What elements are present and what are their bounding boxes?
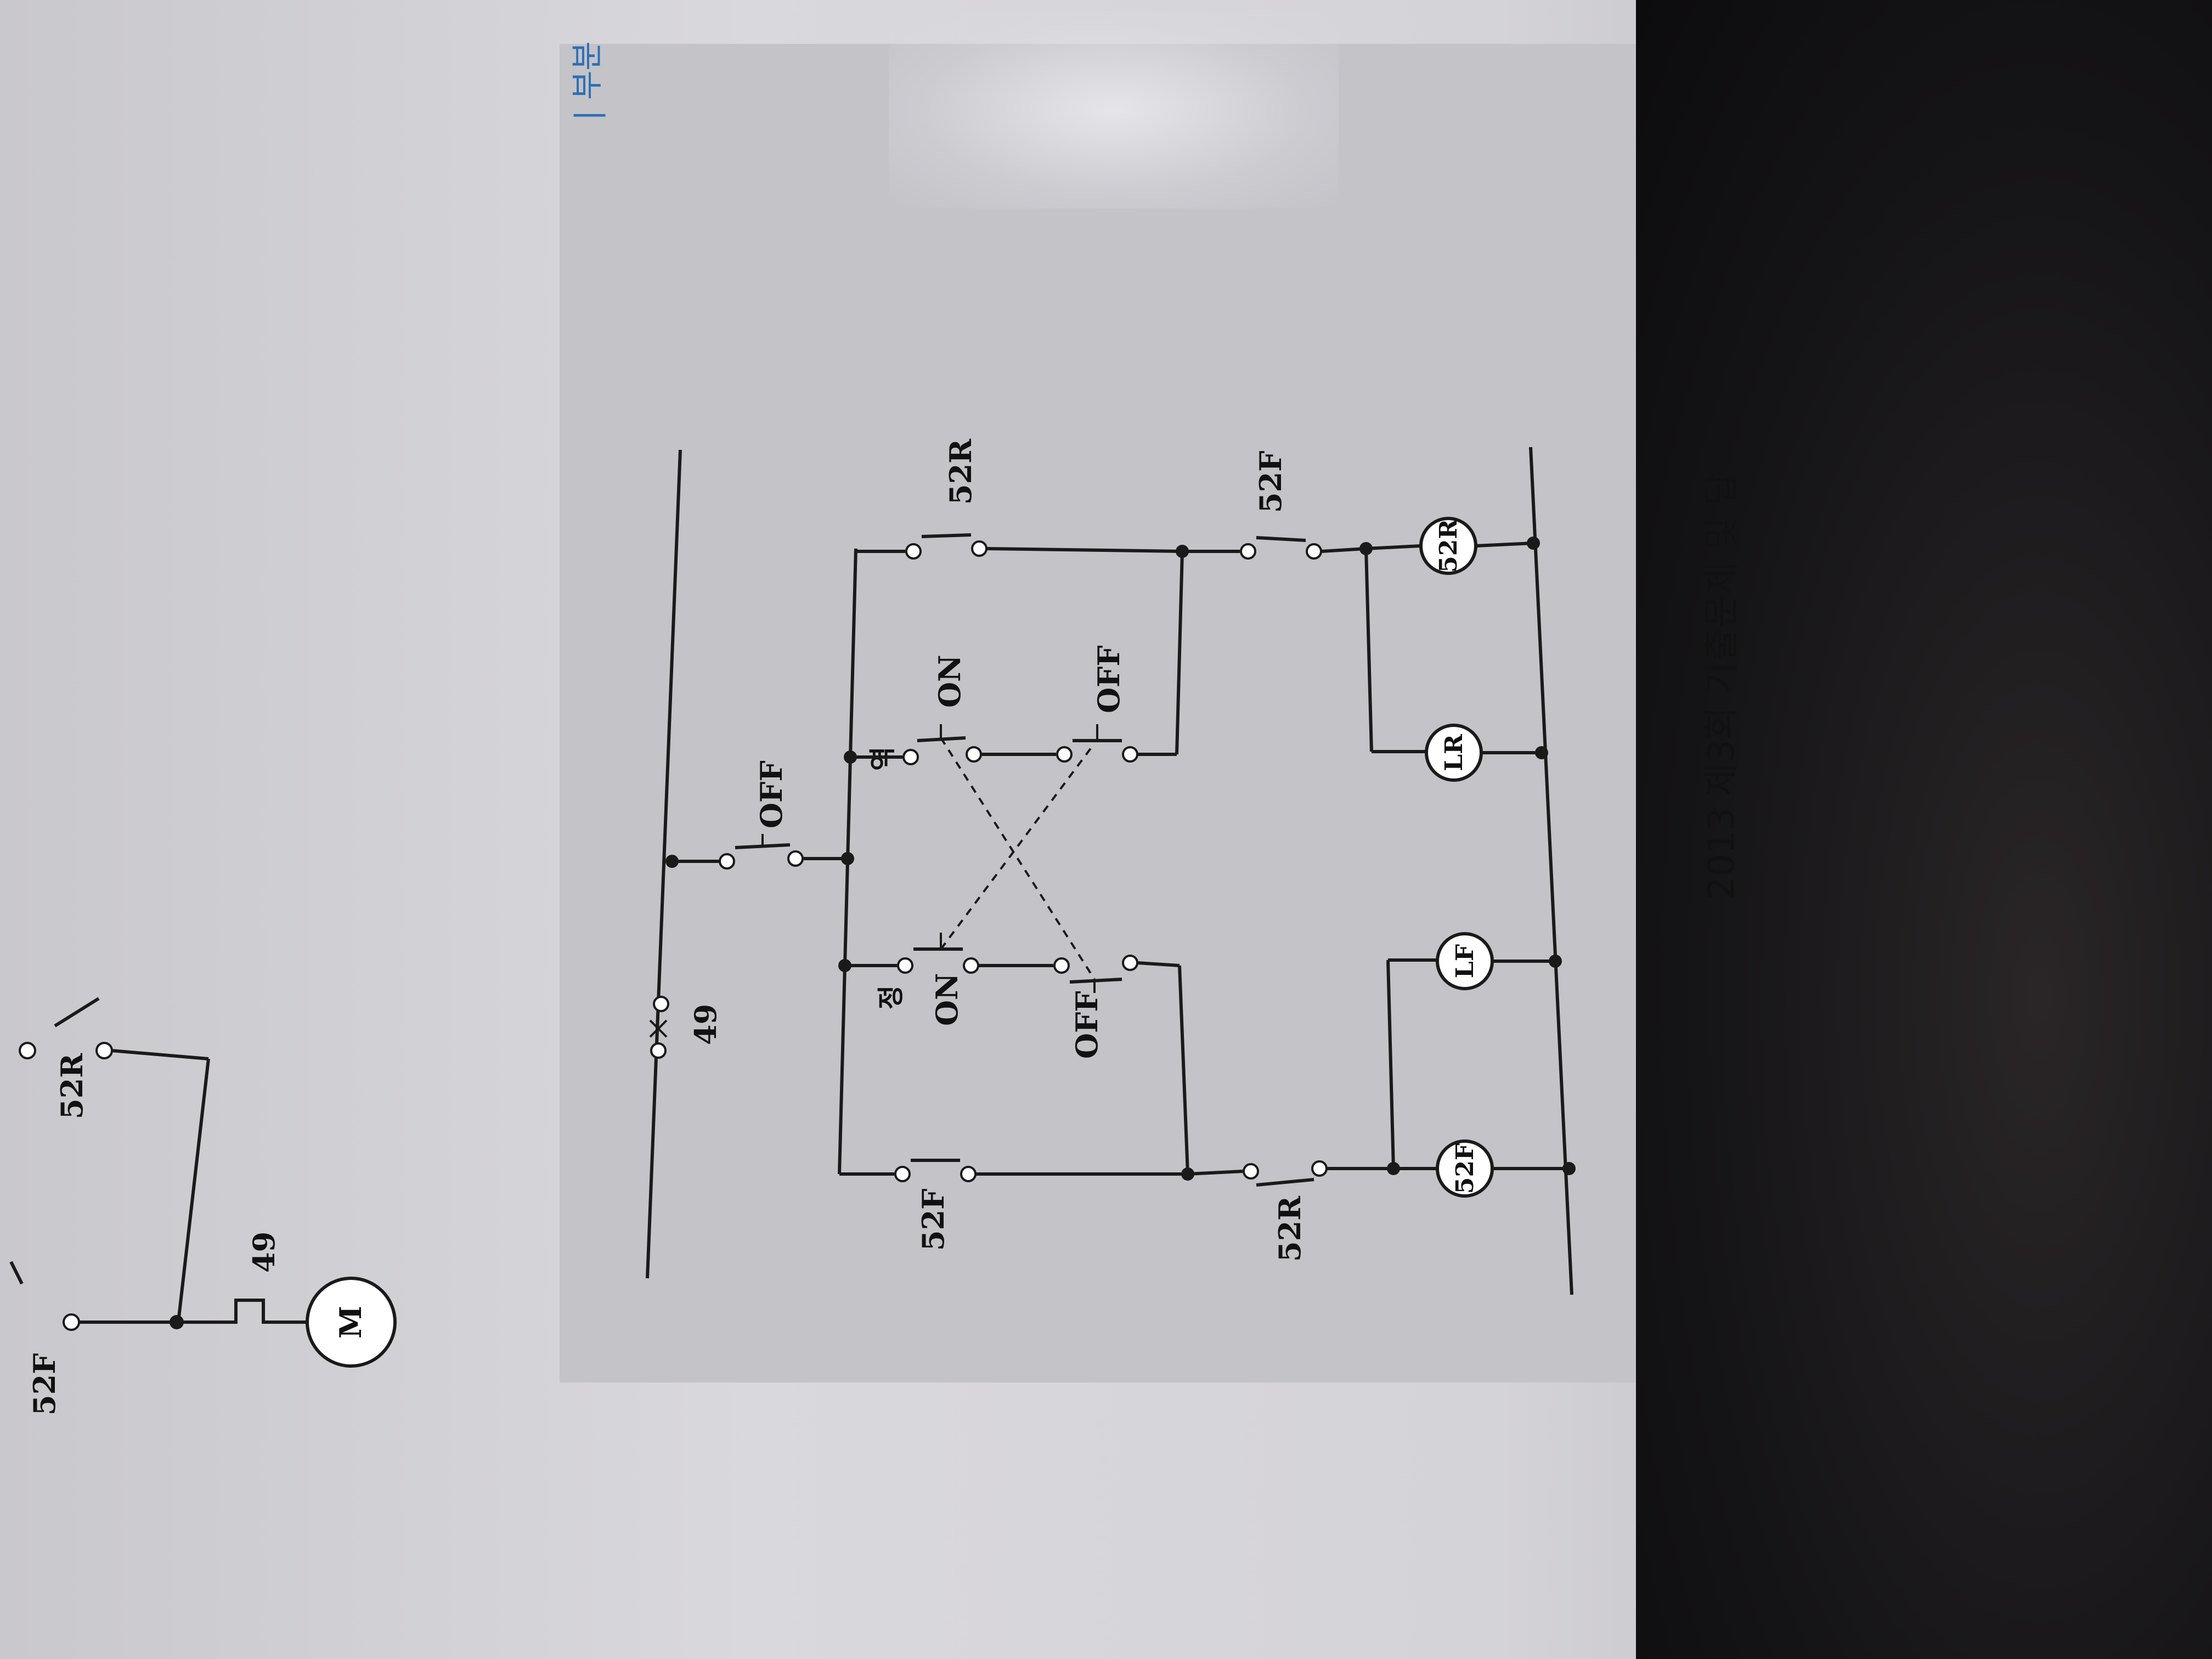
rev-interlock-terminal-b — [1306, 543, 1322, 560]
motor-circuit: 52F 52R 49 M — [9, 997, 397, 1415]
motor-52f-blade — [9, 1261, 24, 1285]
motor-symbol — [306, 1277, 397, 1368]
fwd-off-terminal-b — [1122, 955, 1138, 971]
motor-52r-drop — [177, 1058, 210, 1323]
stop-terminal-a — [719, 853, 735, 870]
fwd-interlock-terminal-b — [1311, 1160, 1328, 1177]
fwd-interlock-terminal-a — [1243, 1163, 1259, 1180]
lr-branch-down — [1364, 548, 1373, 752]
rev-off-terminal-a — [1056, 746, 1073, 763]
section-marker: | 부분 — [568, 41, 606, 121]
rev-on-terminal-a — [902, 749, 919, 765]
rev-hold-wire-out — [986, 547, 1183, 553]
rev-interlock-bar — [1256, 536, 1306, 542]
thermal-49-label: 49 — [688, 1004, 723, 1045]
supply-bus-left — [646, 449, 682, 1279]
motor-52r-terminal-top — [19, 1042, 36, 1059]
coil-52r-label: 52R — [1435, 519, 1463, 573]
stop-terminal-b — [787, 850, 804, 867]
fwd-off-bar — [1069, 978, 1122, 984]
coil-52r-wire-out — [1475, 541, 1534, 548]
fwd-off-terminal-a — [1053, 957, 1070, 974]
forward-korean-label: 정 — [876, 985, 906, 1009]
rev-on-terminal-b — [966, 746, 982, 763]
thermal-49-terminal-a — [650, 1042, 667, 1059]
coil-lr-label: LR — [1440, 734, 1468, 771]
thermal-49-x2 — [649, 1019, 668, 1038]
rev-interlock-label: 52F — [1253, 451, 1288, 513]
control-circuit: 49 OFF 정 역 ON OFF — [646, 438, 1576, 1295]
rev-interlock-wire-out — [1321, 547, 1367, 553]
fwd-on-label: ON — [929, 973, 964, 1026]
supply-bus-right — [1529, 447, 1573, 1295]
fwd-off-label: OFF — [1069, 991, 1104, 1059]
fwd-hold-terminal-b — [960, 1166, 977, 1182]
motor-52f-label: 52F — [27, 1353, 62, 1415]
rev-on-label: ON — [932, 655, 967, 708]
fwd-off-wire-out — [1137, 961, 1180, 967]
rev-hold-terminal-b — [971, 540, 988, 557]
mechanical-link-1 — [940, 742, 1096, 950]
tape-reflection — [889, 11, 1339, 208]
fwd-drop — [1178, 965, 1189, 1175]
footer-title: 2013 제3회 기출문제 및 답 — [1700, 472, 1742, 900]
stop-label: OFF — [754, 760, 789, 828]
mechanical-link-2 — [940, 737, 1096, 980]
rev-drop — [1175, 551, 1184, 755]
coil-52f-return-junction — [1562, 1162, 1576, 1175]
fwd-interlock-label: 52R — [1272, 1195, 1307, 1262]
rev-hold-bar — [921, 533, 972, 538]
motor-52r-wire — [111, 1049, 209, 1060]
distribution-line — [838, 548, 857, 1175]
motor-label: M — [333, 1306, 368, 1339]
coil-lf-label: LF — [1451, 944, 1479, 978]
motor-52r-label: 52R — [54, 1053, 89, 1119]
rev-interlock-terminal-a — [1240, 543, 1256, 560]
rev-off-terminal-b — [1122, 746, 1138, 763]
fwd-interlock-wire-in — [1187, 1170, 1243, 1176]
dark-background — [1636, 0, 2212, 1659]
rev-hold-terminal-a — [905, 543, 922, 560]
fwd-hold-label: 52F — [916, 1189, 951, 1251]
rev-off-label: OFF — [1091, 645, 1126, 713]
coil-52r-return-junction — [1527, 537, 1540, 550]
coil-52r-wire-in — [1365, 544, 1421, 550]
fwd-on-terminal-a — [897, 957, 913, 974]
overload-49-element — [177, 1299, 307, 1324]
coil-52f-label: 52F — [1451, 1143, 1479, 1194]
overload-49-label: 49 — [246, 1232, 281, 1273]
fwd-hold-terminal-a — [894, 1166, 911, 1182]
motor-52r-blade — [54, 997, 100, 1028]
motor-52r-terminal — [95, 1042, 113, 1059]
motor-52f-terminal — [63, 1313, 80, 1331]
fwd-interlock-bar — [1256, 1178, 1314, 1187]
lf-branch-up — [1386, 960, 1395, 1169]
rev-hold-label: 52R — [943, 438, 978, 505]
thermal-49-terminal-b — [653, 996, 669, 1012]
fwd-on-terminal-b — [963, 957, 979, 974]
